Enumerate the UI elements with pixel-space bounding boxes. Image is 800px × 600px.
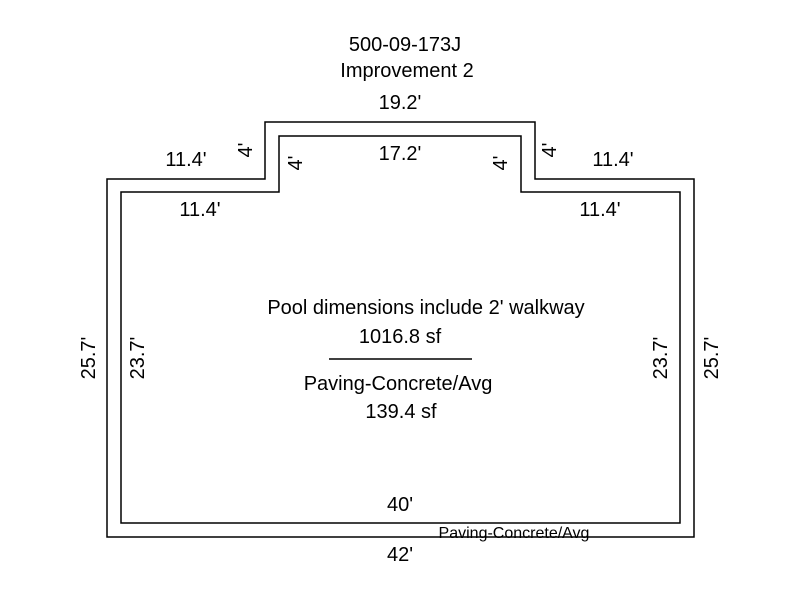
inner-bottom-dimension: 40' — [387, 494, 413, 516]
inner-right-side-dimension: 23.7' — [650, 337, 672, 380]
outer-right-step-horizontal: 11.4' — [592, 149, 633, 171]
outer-perimeter — [106, 121, 695, 538]
inner-top-dimension: 17.2' — [379, 143, 422, 165]
parcel-id: 500-09-173J — [349, 34, 461, 56]
outer-right-step-vertical: 4' — [539, 143, 561, 158]
inner-left-side-dimension: 23.7' — [127, 337, 149, 380]
outer-bottom-dimension: 42' — [387, 544, 413, 566]
pool-area: 1016.8 sf — [359, 326, 442, 348]
inner-left-step-vertical: 4' — [285, 156, 307, 171]
inner-left-horizontal-dimension: 11.4' — [179, 199, 220, 221]
outer-left-step-vertical: 4' — [235, 143, 257, 158]
paving-area: 139.4 sf — [365, 401, 437, 423]
inner-perimeter — [120, 135, 681, 524]
paving-label: Paving-Concrete/Avg — [304, 373, 493, 395]
outer-left-side-dimension: 25.7' — [78, 337, 100, 380]
outer-right-side-dimension: 25.7' — [701, 337, 723, 380]
inner-right-horizontal-dimension: 11.4' — [579, 199, 620, 221]
inner-right-step-vertical: 4' — [490, 156, 512, 171]
bottom-paving-tag: Paving-Concrete/Avg — [439, 525, 590, 542]
improvement-title: Improvement 2 — [340, 60, 473, 82]
pool-note: Pool dimensions include 2' walkway — [267, 297, 584, 319]
outer-left-step-horizontal: 11.4' — [165, 149, 206, 171]
outer-top-dimension: 19.2' — [379, 92, 422, 114]
